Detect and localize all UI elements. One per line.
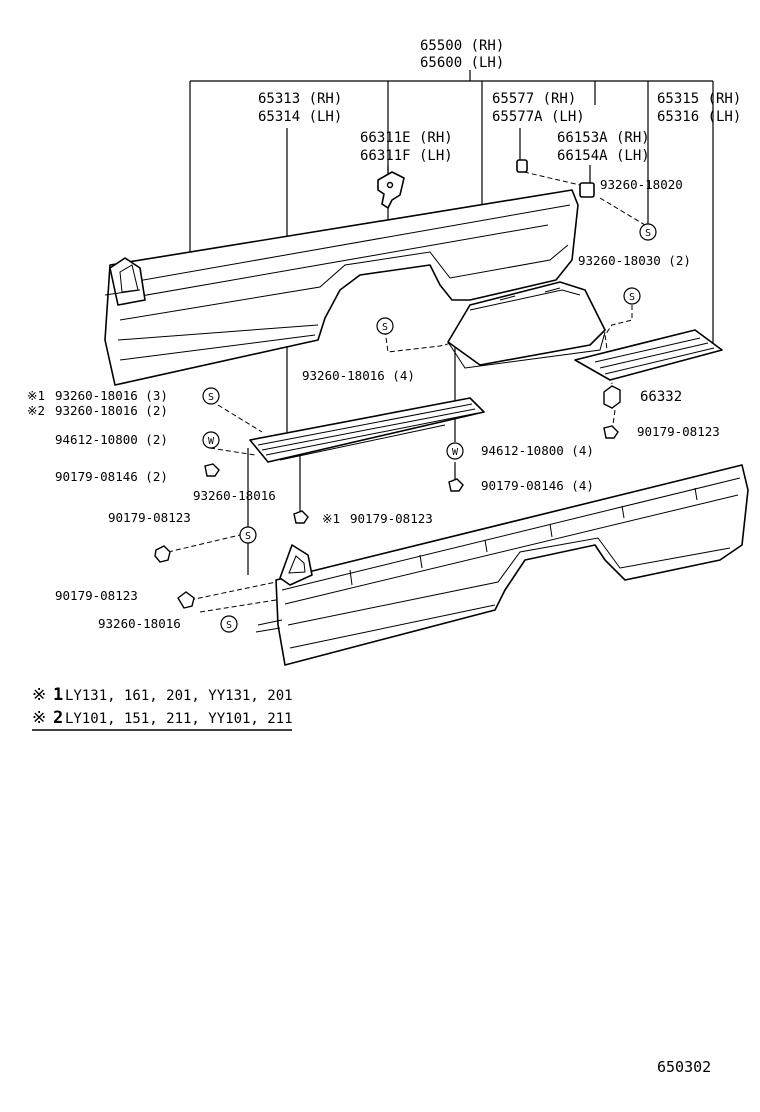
label-90179-08123-l2: 90179-08123 — [55, 588, 138, 603]
label-66311f: 66311F (LH) — [360, 148, 453, 164]
label-94612-10800-2: 94612-10800 (2) — [55, 432, 168, 447]
part-labels: 65500 (RH) 65600 (LH) 65313 (RH) 65314 (… — [27, 38, 741, 631]
label-93260-18030: 93260-18030 (2) — [578, 253, 691, 268]
label-93260-18016-3: 93260-18016 (3) — [55, 388, 168, 403]
symbol-s-93260-18016-4: S — [376, 317, 394, 335]
label-65500: 65500 (RH) — [420, 38, 504, 54]
label-90179-08146-2: 90179-08146 (2) — [55, 469, 168, 484]
label-65316: 65316 (LH) — [657, 109, 741, 125]
nut-90179-08123-r — [603, 425, 619, 439]
nuts — [154, 385, 621, 609]
label-66332: 66332 — [640, 389, 682, 405]
note2-number: 2 — [53, 708, 63, 728]
ref-mark-2: ※2 — [27, 403, 45, 418]
wheel-housing — [447, 281, 606, 369]
label-93260-18020: 93260-18020 — [600, 177, 683, 192]
upper-side-panel — [104, 189, 579, 386]
label-65313: 65313 (RH) — [258, 91, 342, 107]
nut-66332 — [603, 385, 621, 409]
label-65577a: 65577A (LH) — [492, 109, 585, 125]
label-90179-08146-4: 90179-08146 (4) — [481, 478, 594, 493]
svg-text:S: S — [629, 292, 635, 303]
floor-sill — [249, 397, 485, 463]
nut-90179-08146-2 — [204, 463, 220, 477]
nut-90179-08123-l2 — [177, 591, 195, 609]
symbol-s-93260-18020: S — [639, 223, 657, 241]
svg-text:S: S — [226, 620, 232, 631]
label-65315: 65315 (RH) — [657, 91, 741, 107]
symbol-s-93260-18016-3: S — [202, 387, 220, 405]
svg-text:S: S — [245, 531, 251, 542]
note1-models: LY131, 161, 201, YY131, 201 — [65, 688, 293, 704]
label-93260-18016-a: 93260-18016 — [193, 488, 276, 503]
nut-90179-08123-l1 — [154, 545, 171, 563]
symbol-w-94612-10800-4: W — [446, 442, 464, 460]
bracket-66311 — [377, 171, 405, 209]
label-94612-10800-4: 94612-10800 (4) — [481, 443, 594, 458]
note1-number: 1 — [53, 685, 63, 705]
label-93260-18016-2: 93260-18016 (2) — [55, 403, 168, 418]
label-93260-18016-4: 93260-18016 (4) — [302, 368, 415, 383]
clip-65577 — [516, 159, 528, 173]
svg-text:W: W — [208, 436, 215, 447]
label-66311e: 66311E (RH) — [360, 130, 453, 146]
label-90179-08123-r: 90179-08123 — [637, 424, 720, 439]
nut-90179-08123-m — [293, 510, 309, 524]
label-66154a: 66154A (LH) — [557, 148, 650, 164]
note1-mark: ※ — [32, 685, 46, 705]
svg-text:S: S — [645, 228, 651, 239]
nut-90179-08146-4 — [448, 478, 464, 492]
symbol-s-93260-18030: S — [623, 287, 641, 305]
symbol-w-94612-10800-2: W — [202, 431, 220, 449]
note2-models: LY101, 151, 211, YY101, 211 — [65, 711, 293, 727]
label-65577: 65577 (RH) — [492, 91, 576, 107]
ref-mark-1: ※1 — [27, 388, 45, 403]
svg-text:S: S — [208, 392, 214, 403]
clip-66153a — [579, 182, 595, 198]
label-93260-18016-b: 93260-18016 — [98, 616, 181, 631]
rear-floor-sill — [574, 329, 723, 381]
lower-side-panel — [255, 464, 749, 666]
figure-id: 650302 — [657, 1058, 711, 1076]
symbol-s-93260-18016-b: S — [220, 615, 238, 633]
label-90179-08123-l1: 90179-08123 — [108, 510, 191, 525]
model-notes: ※ 1 LY131, 161, 201, YY131, 201 ※ 2 LY10… — [32, 685, 293, 731]
ref-mark-1-middle: ※1 — [322, 511, 340, 526]
label-65600: 65600 (LH) — [420, 55, 504, 71]
label-66153a: 66153A (RH) — [557, 130, 650, 146]
svg-text:W: W — [452, 447, 459, 458]
label-65314: 65314 (LH) — [258, 109, 342, 125]
symbol-s-93260-18016-a: S — [239, 526, 257, 544]
note2-mark: ※ — [32, 708, 46, 728]
svg-text:S: S — [382, 322, 388, 333]
label-90179-08123-m: 90179-08123 — [350, 511, 433, 526]
